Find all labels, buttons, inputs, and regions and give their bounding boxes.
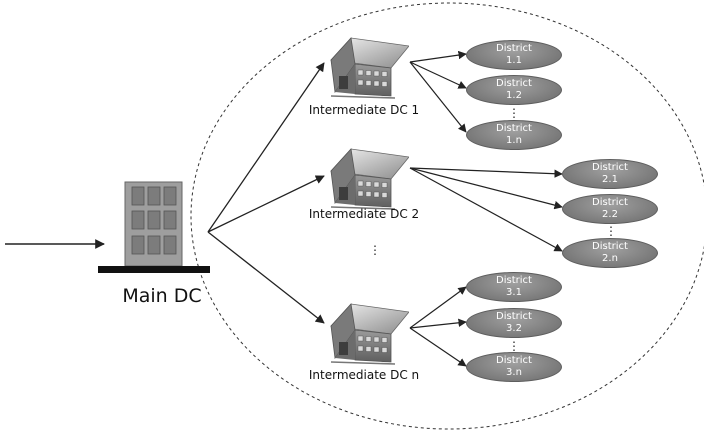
district-node: District 1.2 (466, 75, 562, 105)
intermediate-dc-1-label: Intermediate DC 1 (308, 103, 420, 117)
district-number: 1.2 (506, 90, 522, 101)
intermediate-dc-n-warehouse-icon (330, 303, 409, 365)
arrow-idc1-to-d12 (409, 61, 467, 89)
district-number: 3.1 (506, 287, 522, 298)
arrow-idc1-to-d1n (409, 61, 467, 133)
arrow-idc2-to-d21 (409, 167, 563, 178)
intermediate-dc-n-label: Intermediate DC n (308, 368, 420, 382)
district-node: District 2.n (562, 238, 658, 268)
district-number: 2.n (602, 253, 618, 264)
region-boundary (190, 2, 704, 430)
arrow-idcn-to-d31 (409, 286, 467, 329)
district-label: District (496, 355, 532, 366)
arrow-idc2-to-d22 (409, 167, 563, 210)
district-number: 1.1 (506, 55, 522, 66)
arrow-idc2-to-d2n (409, 167, 563, 252)
district-number: 2.2 (602, 209, 618, 220)
district-node: District 3.n (466, 352, 562, 382)
arrow-idc1-to-d11 (409, 50, 467, 63)
district-label: District (496, 43, 532, 54)
district-label: District (592, 197, 628, 208)
district-node: District 2.2 (562, 194, 658, 224)
district-label: District (496, 123, 532, 134)
district-ellipsis: ⋮ (508, 339, 520, 353)
main-dc-label: Main DC (122, 285, 202, 307)
district-number: 3.n (506, 367, 522, 378)
district-ellipsis: ⋮ (508, 106, 520, 120)
district-ellipsis: ⋮ (605, 224, 617, 238)
main-dc-building-icon (98, 181, 210, 273)
district-number: 3.2 (506, 323, 522, 334)
arrow-main-to-idcn (207, 231, 325, 324)
intermediate-dc-2-warehouse-icon (330, 148, 409, 210)
district-label: District (592, 162, 628, 173)
district-label: District (592, 241, 628, 252)
district-label: District (496, 78, 532, 89)
intermediate-dc-2-label: Intermediate DC 2 (308, 207, 420, 221)
arrow-idcn-to-d32 (409, 318, 467, 329)
intermediate-dc-1-warehouse-icon (330, 37, 409, 99)
district-node: District 3.2 (466, 308, 562, 338)
arrow-main-to-idc2 (207, 175, 325, 233)
arrow-main-to-idc1 (207, 62, 325, 233)
district-number: 2.1 (602, 174, 618, 185)
intermediate-dc-ellipsis: ⋮ (369, 243, 381, 257)
district-number: 1.n (506, 135, 522, 146)
district-label: District (496, 311, 532, 322)
district-node: District 1.n (466, 120, 562, 150)
district-node: District 2.1 (562, 159, 658, 189)
district-label: District (496, 275, 532, 286)
district-node: District 1.1 (466, 40, 562, 70)
arrow-idcn-to-d3n (409, 327, 467, 367)
district-node: District 3.1 (466, 272, 562, 302)
